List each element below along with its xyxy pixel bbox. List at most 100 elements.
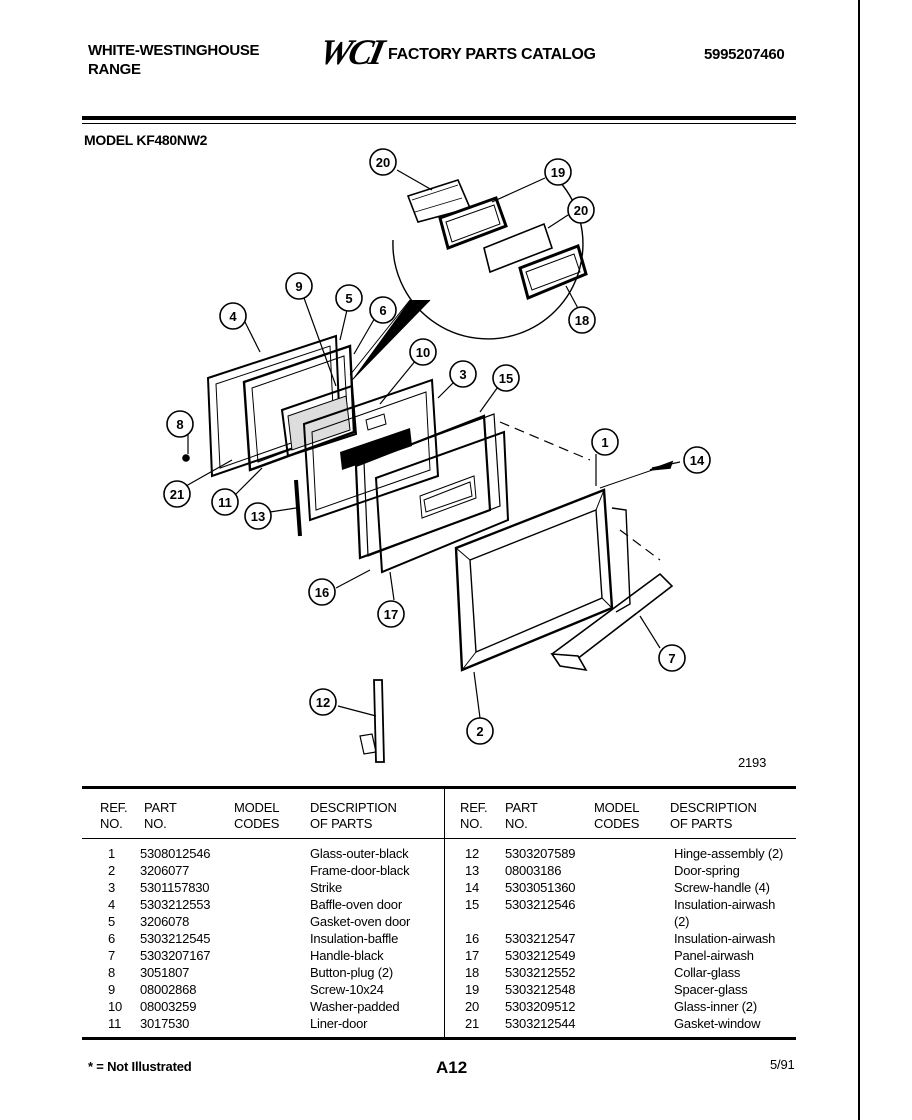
row-desc: Door-spring (674, 863, 740, 878)
callout-10: 10 (416, 345, 430, 360)
row-ref: 1 (108, 846, 116, 861)
callout-20a: 20 (376, 155, 390, 170)
wci-logo: WCI (315, 32, 386, 72)
row-part: 08002868 (140, 982, 197, 997)
catalog-title: FACTORY PARTS CATALOG (388, 46, 596, 63)
row-part: 5303207167 (140, 948, 211, 963)
date-code: 5/91 (770, 1057, 795, 1072)
row-desc: Gasket-oven door (310, 914, 411, 929)
row-part: 3206077 (140, 863, 190, 878)
row-part: 5303212548 (505, 982, 576, 997)
row-part: 3051807 (140, 965, 190, 980)
callout-19: 19 (551, 165, 565, 180)
callout-17: 17 (384, 607, 398, 622)
callout-16: 16 (315, 585, 329, 600)
row-desc: Insulation-baffle (310, 931, 399, 946)
row-desc: Gasket-window (674, 1016, 761, 1031)
row-part: 5301157830 (140, 880, 210, 895)
row-part: 3017530 (140, 1016, 190, 1031)
row-ref: 2 (108, 863, 116, 878)
row-part: 5303212546 (505, 897, 576, 912)
page-right-border (858, 0, 860, 1120)
table-bottom-rule (82, 1037, 796, 1040)
row-part: 5303212547 (505, 931, 576, 946)
row-ref: 6 (108, 931, 116, 946)
row-part: 5303212552 (505, 965, 576, 980)
callout-4: 4 (229, 309, 237, 324)
row-ref: 8 (108, 965, 116, 980)
row-desc: Button-plug (2) (310, 965, 393, 980)
catalog-number: 5995207460 (704, 46, 785, 63)
row-desc: Washer-padded (310, 999, 400, 1014)
row-desc: Liner-door (310, 1016, 368, 1031)
row-desc: Handle-black (310, 948, 384, 963)
row-ref: 7 (108, 948, 116, 963)
callout-3: 3 (459, 367, 466, 382)
row-part: 3206078 (140, 914, 190, 929)
callout-20b: 20 (574, 203, 588, 218)
footnote: * = Not Illustrated (88, 1059, 192, 1074)
row-ref: 13 (465, 863, 480, 878)
row-desc: Strike (310, 880, 343, 895)
row-part: 5303051360 (505, 880, 576, 895)
brand-line-2: RANGE (88, 61, 141, 78)
row-part: 5303207589 (505, 846, 576, 861)
row-desc: Screw-handle (4) (674, 880, 770, 895)
header-rule-thick (82, 116, 796, 120)
row-ref: 14 (465, 880, 480, 895)
header-ref: REF.NO. (100, 800, 128, 831)
row-part: 5303212553 (140, 897, 211, 912)
row-desc: Panel-airwash (674, 948, 754, 963)
row-part: 08003186 (505, 863, 562, 878)
row-ref: 15 (465, 897, 480, 912)
row-ref: 16 (465, 931, 480, 946)
row-part: 08003259 (140, 999, 197, 1014)
row-desc: Hinge-assembly (2) (674, 846, 784, 861)
row-desc: Spacer-glass (674, 982, 748, 997)
callout-6: 6 (379, 303, 386, 318)
row-part: 5303212544 (505, 1016, 576, 1031)
row-desc: Collar-glass (674, 965, 741, 980)
figure-number: 2193 (738, 755, 767, 770)
row-part: 5303212545 (140, 931, 211, 946)
callout-12: 12 (316, 695, 330, 710)
callout-18: 18 (575, 313, 589, 328)
row-ref: 9 (108, 982, 116, 997)
row-part: 5308012546 (140, 846, 211, 861)
row-desc: Insulation-airwash (674, 897, 776, 912)
row-part: 5303209512 (505, 999, 576, 1014)
row-ref: 12 (465, 846, 480, 861)
row-ref: 4 (108, 897, 116, 912)
callout-15: 15 (499, 371, 513, 386)
row-desc: Insulation-airwash (674, 931, 776, 946)
row-ref: 3 (108, 880, 116, 895)
callout-11: 11 (218, 495, 232, 510)
row-ref: 5 (108, 914, 116, 929)
row-ref: 21 (465, 1016, 480, 1031)
callout-5: 5 (345, 291, 352, 306)
callout-9: 9 (295, 279, 302, 294)
row-desc: Glass-outer-black (310, 846, 409, 861)
row-desc: Baffle-oven door (310, 897, 402, 912)
row-ref: 17 (465, 948, 480, 963)
row-desc-continued: (2) (674, 914, 690, 929)
header-ref-right: REF.NO. (460, 800, 488, 831)
row-ref: 20 (465, 999, 480, 1014)
callout-1: 1 (601, 435, 608, 450)
exploded-parts-diagram: 20 19 20 18 4 9 5 6 10 3 15 8 2 1 11 13 1… (163, 148, 711, 763)
callout-13: 13 (251, 509, 265, 524)
row-desc: Glass-inner (2) (674, 999, 757, 1014)
table-header-rule (82, 838, 796, 839)
callout-8: 8 (176, 417, 183, 432)
header-rule-thin (82, 123, 796, 124)
row-ref: 10 (108, 999, 123, 1014)
model-label: MODEL KF480NW2 (84, 132, 208, 148)
row-part: 5303212549 (505, 948, 576, 963)
callout-2: 2 (476, 724, 483, 739)
row-desc: Frame-door-black (310, 863, 410, 878)
